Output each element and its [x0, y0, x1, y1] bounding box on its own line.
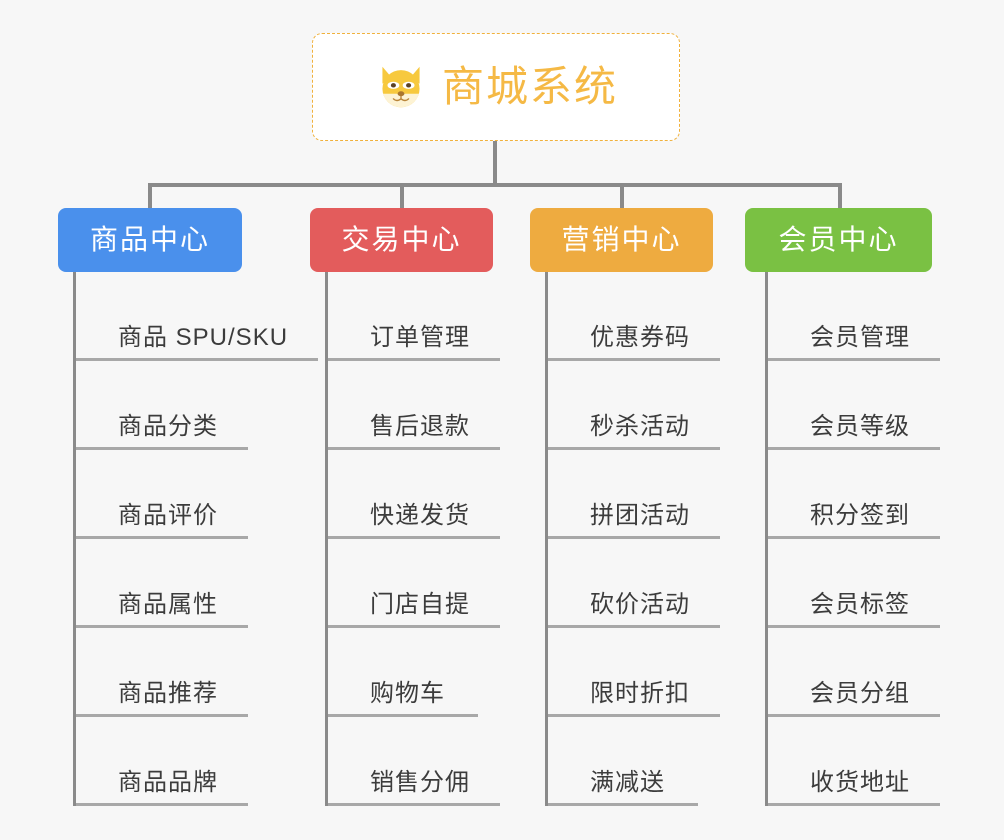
list-item-label: 会员标签 [810, 591, 910, 619]
list-item[interactable]: 积分签到 [768, 450, 940, 539]
list-item[interactable]: 订单管理 [328, 272, 500, 361]
list-item[interactable]: 商品属性 [76, 539, 318, 628]
leaf-underline: 限时折扣 [548, 680, 720, 717]
root-title: 商城系统 [441, 63, 618, 110]
item-list-2: 订单管理 售后退款 快递发货 门店自提 购物车 销售分佣 [325, 272, 500, 806]
list-item[interactable]: 砍价活动 [548, 539, 720, 628]
connector-root-stem [493, 141, 497, 185]
list-item[interactable]: 会员管理 [768, 272, 940, 361]
leaf-underline: 商品评价 [76, 502, 248, 539]
list-item[interactable]: 满减送 [548, 717, 720, 806]
list-item-label: 会员分组 [810, 680, 910, 708]
leaf-underline: 商品品牌 [76, 769, 248, 806]
leaf-underline: 销售分佣 [328, 769, 500, 806]
list-item-label: 会员等级 [810, 413, 910, 441]
root-node[interactable]: 商城系统 [312, 33, 680, 141]
leaf-underline: 会员管理 [768, 324, 940, 361]
connector-drop-2 [400, 183, 404, 209]
list-item-label: 限时折扣 [590, 680, 690, 708]
leaf-underline: 商品属性 [76, 591, 248, 628]
leaf-underline: 商品分类 [76, 413, 248, 450]
list-item-label: 商品品牌 [118, 769, 218, 797]
item-list-1: 商品 SPU/SKU 商品分类 商品评价 商品属性 商品推荐 商品品牌 [73, 272, 319, 806]
dog-face-icon [382, 66, 420, 108]
list-item[interactable]: 购物车 [328, 628, 500, 717]
list-item[interactable]: 商品品牌 [76, 717, 318, 806]
list-item[interactable]: 销售分佣 [328, 717, 500, 806]
leaf-underline: 会员标签 [768, 591, 940, 628]
list-item-label: 收货地址 [810, 769, 910, 797]
list-item[interactable]: 售后退款 [328, 361, 500, 450]
leaf-underline: 会员等级 [768, 413, 940, 450]
list-item[interactable]: 限时折扣 [548, 628, 720, 717]
list-item-label: 砍价活动 [590, 591, 690, 619]
leaf-underline: 商品推荐 [76, 680, 248, 717]
category-label-2: 交易中心 [341, 224, 462, 255]
list-item-label: 满减送 [590, 769, 665, 797]
item-list-3: 优惠券码 秒杀活动 拼团活动 砍价活动 限时折扣 满减送 [545, 272, 720, 806]
list-item-label: 优惠券码 [590, 324, 690, 352]
leaf-underline: 购物车 [328, 680, 478, 717]
list-item[interactable]: 秒杀活动 [548, 361, 720, 450]
branch-trade-center: 交易中心 订单管理 售后退款 快递发货 门店自提 购物车 销售分佣 [310, 208, 500, 806]
category-header-3[interactable]: 营销中心 [530, 208, 713, 272]
list-item[interactable]: 商品分类 [76, 361, 318, 450]
connector-drop-4 [838, 183, 842, 209]
category-label-4: 会员中心 [778, 224, 899, 255]
list-item-label: 商品属性 [118, 591, 218, 619]
list-item-label: 积分签到 [810, 502, 910, 530]
leaf-underline: 快递发货 [328, 502, 500, 539]
leaf-underline: 商品 SPU/SKU [76, 324, 319, 361]
connector-drop-1 [148, 183, 152, 209]
leaf-underline: 收货地址 [768, 769, 940, 806]
item-list-4: 会员管理 会员等级 积分签到 会员标签 会员分组 收货地址 [765, 272, 940, 806]
branch-marketing-center: 营销中心 优惠券码 秒杀活动 拼团活动 砍价活动 限时折扣 满减送 [530, 208, 720, 806]
leaf-underline: 售后退款 [328, 413, 500, 450]
list-item[interactable]: 拼团活动 [548, 450, 720, 539]
list-item-label: 销售分佣 [370, 769, 470, 797]
category-label-1: 商品中心 [89, 224, 210, 255]
list-item-label: 商品推荐 [118, 680, 218, 708]
list-item[interactable]: 会员标签 [768, 539, 940, 628]
list-item[interactable]: 商品评价 [76, 450, 318, 539]
list-item-label: 商品 SPU/SKU [118, 324, 289, 352]
list-item-label: 购物车 [370, 680, 445, 708]
leaf-underline: 满减送 [548, 769, 698, 806]
category-header-2[interactable]: 交易中心 [310, 208, 493, 272]
leaf-underline: 拼团活动 [548, 502, 720, 539]
leaf-underline: 秒杀活动 [548, 413, 720, 450]
list-item-label: 商品分类 [118, 413, 218, 441]
leaf-underline: 优惠券码 [548, 324, 720, 361]
list-item-label: 会员管理 [810, 324, 910, 352]
leaf-underline: 积分签到 [768, 502, 940, 539]
category-header-4[interactable]: 会员中心 [745, 208, 932, 272]
category-label-3: 营销中心 [561, 224, 682, 255]
list-item-label: 门店自提 [370, 591, 470, 619]
list-item-label: 快递发货 [370, 502, 470, 530]
list-item-label: 秒杀活动 [590, 413, 690, 441]
list-item-label: 商品评价 [118, 502, 218, 530]
list-item[interactable]: 收货地址 [768, 717, 940, 806]
leaf-underline: 会员分组 [768, 680, 940, 717]
connector-drop-3 [620, 183, 624, 209]
list-item[interactable]: 商品 SPU/SKU [76, 272, 319, 361]
list-item[interactable]: 会员等级 [768, 361, 940, 450]
list-item[interactable]: 会员分组 [768, 628, 940, 717]
connector-horizontal-bus [148, 183, 842, 187]
list-item-label: 订单管理 [370, 324, 470, 352]
leaf-underline: 门店自提 [328, 591, 500, 628]
list-item[interactable]: 门店自提 [328, 539, 500, 628]
list-item[interactable]: 快递发货 [328, 450, 500, 539]
list-item-label: 拼团活动 [590, 502, 690, 530]
branch-product-center: 商品中心 商品 SPU/SKU 商品分类 商品评价 商品属性 商品推荐 商品品牌 [58, 208, 319, 806]
branch-member-center: 会员中心 会员管理 会员等级 积分签到 会员标签 会员分组 收货地址 [745, 208, 940, 806]
list-item-label: 售后退款 [370, 413, 470, 441]
list-item[interactable]: 优惠券码 [548, 272, 720, 361]
category-header-1[interactable]: 商品中心 [58, 208, 242, 272]
list-item[interactable]: 商品推荐 [76, 628, 318, 717]
leaf-underline: 砍价活动 [548, 591, 720, 628]
leaf-underline: 订单管理 [328, 324, 500, 361]
